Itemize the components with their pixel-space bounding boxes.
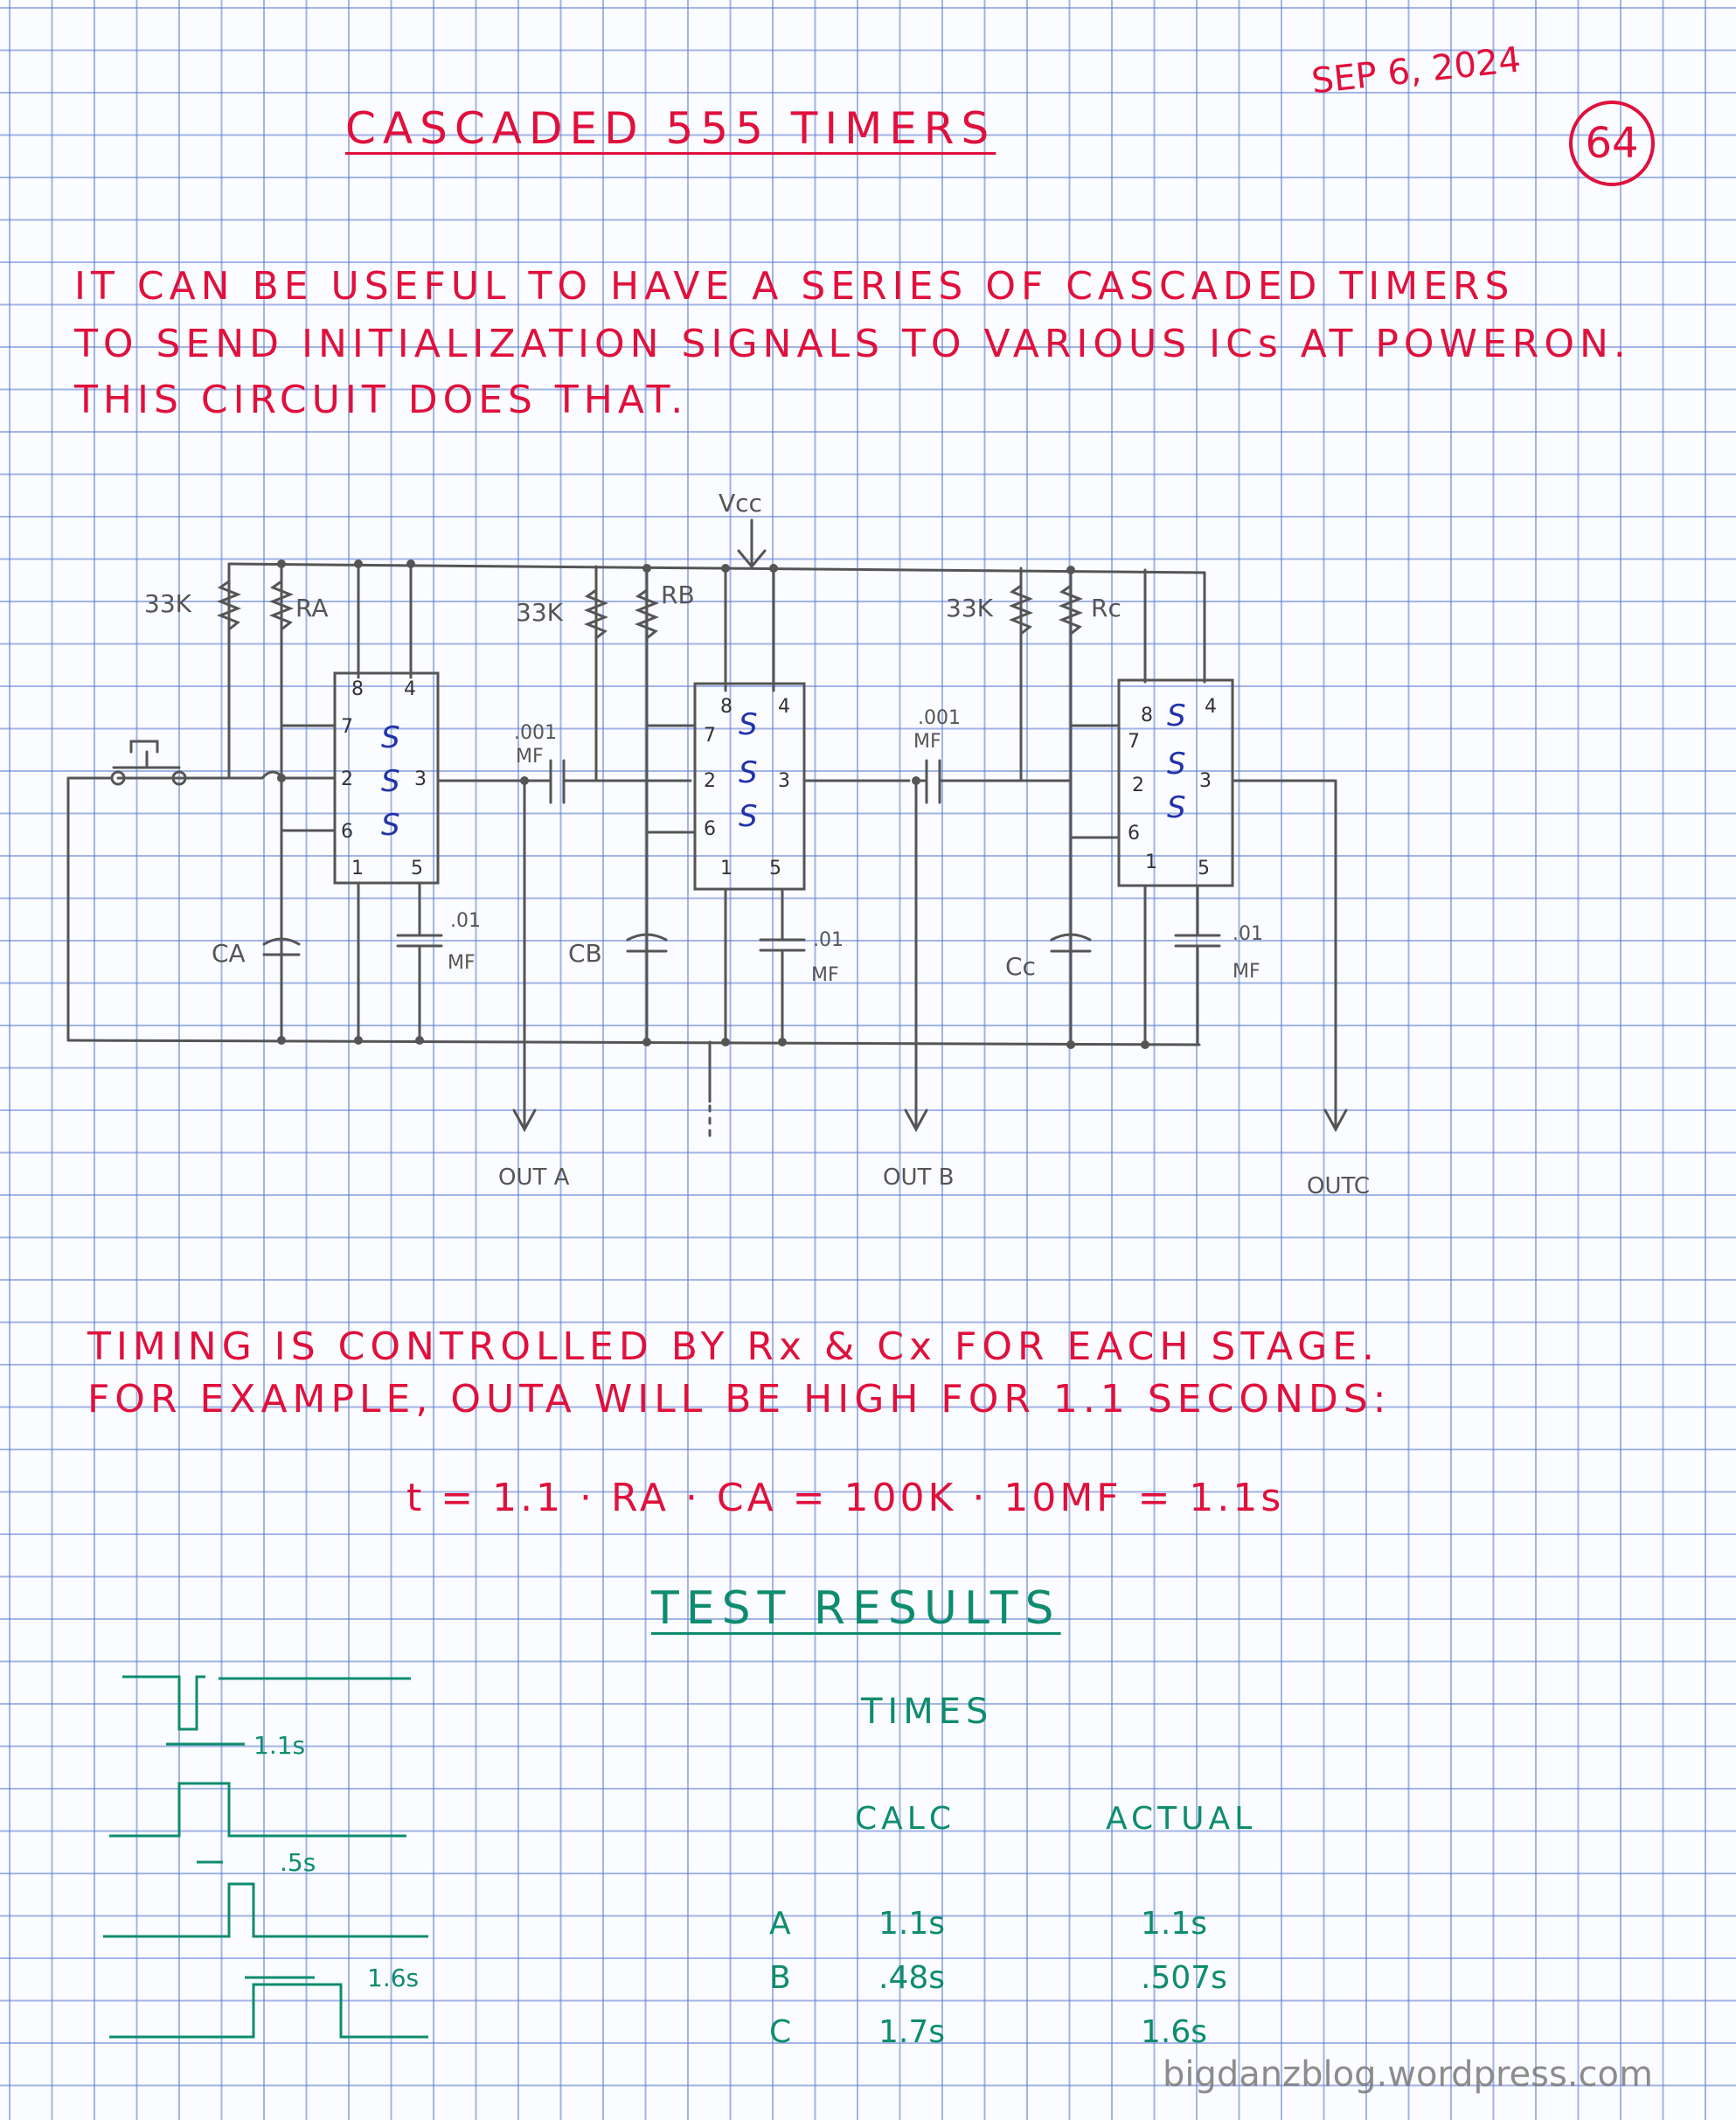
intro-line-1: IT CAN BE USEFUL TO HAVE A SERIES OF CAS… [74, 264, 1515, 309]
b-chip-mark-1: S [739, 707, 758, 742]
mf-01-b-label: MF [811, 964, 839, 986]
timing-line-1: TIMING IS CONTROLLED BY Rx & Cx FOR EACH… [87, 1324, 1380, 1369]
timing-line-2: FOR EXAMPLE, OUTA WILL BE HIGH FOR 1.1 S… [87, 1377, 1392, 1421]
cap-001-b-label: .001 [918, 707, 961, 729]
a-pin-2: 2 [341, 768, 353, 790]
timing-formula: t = 1.1 · RA · CA = 100K · 10MF = 1.1s [406, 1476, 1285, 1520]
ca-label: CA [212, 939, 246, 968]
c-pin-6: 6 [1128, 823, 1140, 845]
result-calc: .48s [878, 1960, 946, 1996]
a-chip-mark-1: S [381, 720, 400, 755]
c-pin-3: 3 [1199, 770, 1212, 792]
result-row-label: C [769, 2014, 792, 2050]
result-row-label: A [769, 1906, 791, 1942]
ra-label: RA [295, 594, 328, 622]
page-number-badge: 64 [1569, 101, 1655, 186]
cap-01-a-label: .01 [450, 910, 481, 932]
c-chip-mark-3: S [1167, 790, 1186, 825]
out-a-label: OUT A [498, 1164, 570, 1191]
a-pin-7: 7 [341, 716, 353, 738]
result-calc: 1.7s [878, 2014, 946, 2050]
result-row-label: B [769, 1960, 791, 1996]
rb-label: RB [661, 580, 695, 609]
a-pin-4: 4 [404, 678, 416, 700]
actual-header: ACTUAL [1106, 1801, 1257, 1837]
calc-header: CALC [855, 1801, 955, 1837]
c-pin-4: 4 [1205, 696, 1217, 718]
rc-label: Rc [1091, 594, 1121, 622]
intro-line-3: THIS CIRCUIT DOES THAT. [74, 378, 689, 422]
cap-01-c-label: .01 [1233, 923, 1263, 945]
a-pin-5: 5 [411, 858, 423, 879]
a-pin-6: 6 [341, 821, 353, 843]
c-chip-mark-2: S [1167, 747, 1186, 782]
cc-label: Cc [1005, 952, 1036, 981]
c-chip-mark-1: S [1167, 699, 1186, 733]
a-chip-mark-3: S [381, 808, 400, 843]
result-actual: 1.1s [1141, 1906, 1208, 1942]
waveform-label-1: 1.1s [253, 1731, 305, 1760]
cb-label: CB [568, 939, 602, 968]
a-pin-8: 8 [351, 678, 364, 700]
result-calc: 1.1s [878, 1906, 946, 1942]
result-actual: .507s [1141, 1960, 1227, 1996]
c-pin-8: 8 [1141, 705, 1153, 726]
mf-01-a-label: MF [448, 952, 476, 974]
vcc-label: Vcc [719, 489, 762, 518]
b-pin-5: 5 [769, 858, 781, 879]
c-pin-5: 5 [1198, 858, 1210, 879]
b-pin-8: 8 [720, 696, 733, 718]
b-pin-7: 7 [704, 725, 716, 747]
a-pin-3: 3 [414, 768, 427, 790]
r33k-a-label: 33K [144, 589, 192, 618]
cap-001-a-label: .001 [514, 722, 557, 744]
times-header: TIMES [861, 1692, 994, 1732]
waveform-label-3: 1.6s [367, 1964, 419, 1992]
a-chip-mark-2: S [381, 764, 400, 799]
a-pin-1: 1 [351, 858, 364, 879]
c-pin-2: 2 [1132, 775, 1144, 796]
r33k-c-label: 33K [946, 594, 994, 622]
mf-01-c-label: MF [1233, 961, 1260, 983]
out-b-label: OUT B [883, 1164, 954, 1191]
waveform-label-2: .5s [280, 1848, 316, 1877]
out-c-label: OUTC [1307, 1173, 1370, 1199]
mf-001-b-label: MF [913, 731, 941, 753]
r33k-b-label: 33K [516, 598, 564, 627]
c-pin-1: 1 [1145, 851, 1157, 873]
b-pin-4: 4 [778, 696, 790, 718]
page-title: CASCADED 555 TIMERS [345, 103, 996, 154]
b-chip-mark-2: S [739, 755, 758, 790]
b-pin-3: 3 [778, 770, 790, 792]
mf-001-a-label: MF [516, 746, 544, 768]
intro-line-2: TO SEND INITIALIZATION SIGNALS TO VARIOU… [74, 322, 1631, 366]
cap-01-b-label: .01 [813, 929, 844, 951]
b-pin-6: 6 [704, 818, 716, 840]
b-chip-mark-3: S [739, 799, 758, 834]
b-pin-1: 1 [720, 858, 733, 879]
watermark: bigdanzblog.wordpress.com [1163, 2054, 1653, 2095]
result-actual: 1.6s [1141, 2014, 1208, 2050]
c-pin-7: 7 [1128, 731, 1140, 753]
b-pin-2: 2 [704, 770, 716, 792]
test-results-title: TEST RESULTS [651, 1582, 1061, 1635]
